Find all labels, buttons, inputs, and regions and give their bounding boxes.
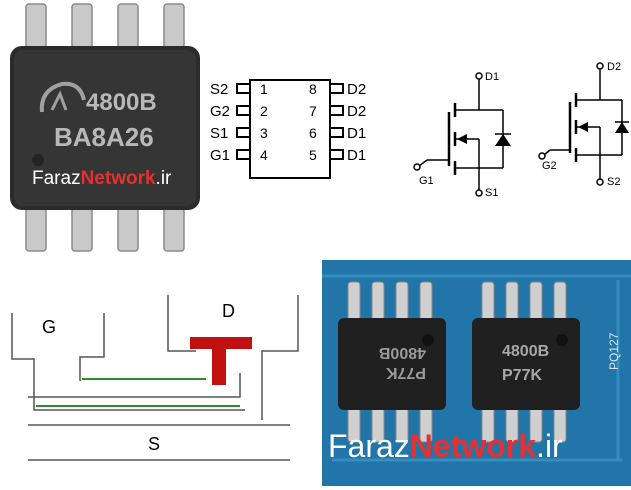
watermark-bottom: FarazNetwork.ir <box>328 428 563 464</box>
mosfet-schematic-2: D2 G2 S2 <box>530 55 630 200</box>
pin-num-6: 6 <box>309 125 317 141</box>
chip-marking-2: BA8A26 <box>54 122 154 152</box>
pin-name-2: G2 <box>210 103 230 120</box>
pin-num-5: 5 <box>309 147 317 163</box>
pin1-dot <box>32 154 44 166</box>
pin-name-6: D1 <box>347 125 366 142</box>
schem1-gate-label: G1 <box>419 175 434 187</box>
chip-photo: 4800B BA8A26 FarazNetwork.ir <box>0 0 205 255</box>
mosfet-cross-section: G D S <box>0 285 320 485</box>
pin-num-4: 4 <box>260 147 268 163</box>
chip-bottom-pins <box>25 204 185 252</box>
schem2-gate-label: G2 <box>542 160 557 172</box>
chip-marking-1: 4800B <box>86 89 157 116</box>
board-chip-left <box>338 318 446 410</box>
pin-name-5: D1 <box>347 147 366 164</box>
pin-num-1: 1 <box>260 81 268 97</box>
pinout-diagram: S2 G2 S1 G1 1 2 3 4 8 7 6 5 D2 D2 D1 D1 <box>205 70 375 190</box>
pin-name-3: S1 <box>210 125 228 142</box>
pin-num-3: 3 <box>260 125 268 141</box>
pin-num-7: 7 <box>309 103 317 119</box>
mosfet-schematic-1: D1 G1 S1 <box>405 60 520 200</box>
source-label: S <box>148 434 160 454</box>
board-photo: P77K 4800B 4800B P77K PQ127 FarazNetwork… <box>322 260 631 486</box>
chip-logo <box>39 81 86 113</box>
board-left-marking-2: 4800B <box>379 344 426 361</box>
pin-num-8: 8 <box>309 81 317 97</box>
red-t-stem <box>212 337 226 385</box>
pin-name-7: D2 <box>347 103 366 120</box>
pin-name-8: D2 <box>347 81 366 98</box>
schem2-drain-label: D2 <box>607 61 621 73</box>
chip-top-pins <box>25 3 185 51</box>
board-left-marking-1: P77K <box>386 364 426 381</box>
pin-name-1: S2 <box>210 81 228 98</box>
gate-label: G <box>42 317 56 337</box>
board-right-marking-2: P77K <box>502 367 542 384</box>
board-right-marking-1: 4800B <box>502 343 549 360</box>
schem1-source-label: S1 <box>485 187 498 199</box>
board-silk-label: PQ127 <box>607 332 621 370</box>
board-chip-right <box>472 318 580 410</box>
schem1-drain-label: D1 <box>485 71 499 83</box>
watermark-top: FarazNetwork.ir <box>32 168 172 189</box>
schem2-source-label: S2 <box>607 176 620 188</box>
pin-num-2: 2 <box>260 103 268 119</box>
package-outline <box>249 79 331 179</box>
pin-name-4: G1 <box>210 147 230 164</box>
drain-label: D <box>222 301 235 321</box>
